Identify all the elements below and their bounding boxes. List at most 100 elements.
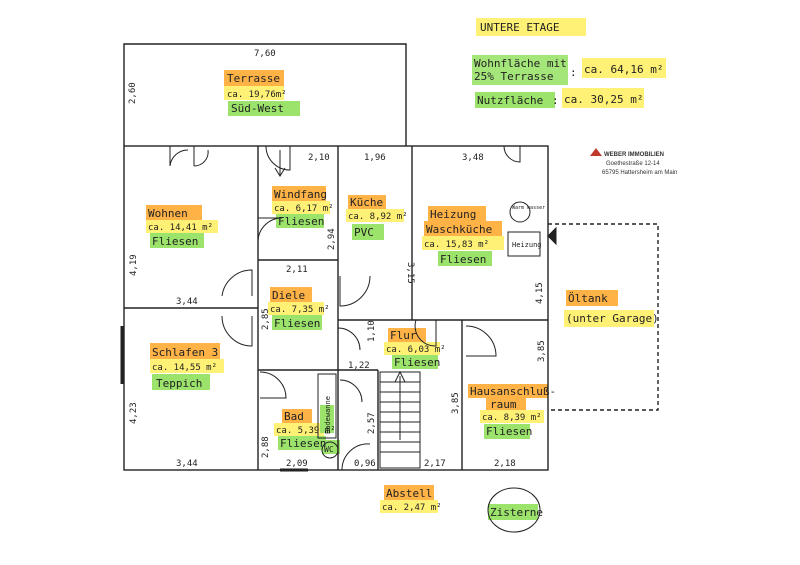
logo: WEBER IMMOBILIEN Goethestraße 12-14 6579… bbox=[590, 148, 677, 176]
room-schlafen: Schlafen 3 ca. 14,55 m² Teppich bbox=[152, 346, 218, 390]
dim-257: 2,57 bbox=[367, 412, 377, 434]
room-diele: Diele ca. 7,35 m² Fliesen bbox=[270, 289, 330, 330]
dim-294: 2,94 bbox=[327, 228, 337, 250]
room-name: Bad bbox=[284, 410, 304, 423]
doors bbox=[120, 145, 557, 533]
dim-110: 1,10 bbox=[367, 320, 377, 342]
room-name: Terrasse bbox=[227, 72, 280, 85]
dim-211: 2,11 bbox=[286, 265, 308, 275]
room-area: ca. 5,39 m² bbox=[276, 426, 336, 436]
nutzflaeche-value: ca. 30,25 m² bbox=[564, 93, 643, 106]
room-name: Küche bbox=[350, 196, 383, 209]
page-title: UNTERE ETAGE bbox=[480, 21, 559, 34]
wohnflaeche-label-2: 25% Terrasse bbox=[474, 70, 553, 83]
dim-419: 4,19 bbox=[129, 254, 139, 276]
dim-210: 2,10 bbox=[308, 153, 330, 163]
room-name-2: raum bbox=[490, 398, 517, 411]
dim-285: 2,85 bbox=[261, 308, 271, 330]
room-area: ca. 6,03 m² bbox=[386, 345, 446, 355]
fixture-wc: WC bbox=[324, 445, 334, 454]
room-area: ca. 14,41 m² bbox=[148, 223, 213, 233]
dim-288: 2,88 bbox=[261, 436, 271, 458]
dim-385a: 3,85 bbox=[537, 340, 547, 362]
dim-385b: 3,85 bbox=[451, 392, 461, 414]
dim-122: 1,22 bbox=[348, 361, 370, 371]
room-area: ca. 8,92 m² bbox=[348, 212, 408, 222]
room-name: Heizung bbox=[430, 208, 476, 221]
room-name: Öltank bbox=[568, 292, 608, 305]
room-floor: Süd-West bbox=[231, 102, 284, 115]
room-area: ca. 7,35 m² bbox=[270, 305, 330, 315]
logo-icon bbox=[590, 148, 602, 156]
dim-415: 4,15 bbox=[535, 282, 545, 304]
wohnflaeche-value: ca. 64,16 m² bbox=[584, 63, 663, 76]
room-area: ca. 2,47 m² bbox=[382, 503, 442, 513]
room-flur: Flur ca. 6,03 m² Fliesen bbox=[386, 329, 446, 369]
dim-260: 2,60 bbox=[128, 82, 138, 104]
dim-344a: 3,44 bbox=[176, 297, 198, 307]
room-area: ca. 19,76m² bbox=[227, 90, 287, 100]
room-abstell: Abstell ca. 2,47 m² bbox=[382, 487, 442, 513]
dim-196: 1,96 bbox=[364, 153, 386, 163]
room-zisterne: Zisterne bbox=[490, 506, 543, 519]
room-sub: (unter Garage) bbox=[566, 312, 659, 325]
room-floor: PVC bbox=[354, 226, 374, 239]
highlights bbox=[146, 18, 666, 520]
room-hausanschluss: Hausanschluß- raum ca. 8,39 m² Fliesen bbox=[470, 385, 556, 438]
dim-760: 7,60 bbox=[254, 49, 276, 59]
room-floor: Fliesen bbox=[394, 356, 440, 369]
nutzflaeche-value-highlight bbox=[562, 88, 644, 108]
wohnflaeche-label-1: Wohnfläche mit bbox=[474, 57, 567, 70]
wohnflaeche-highlight bbox=[472, 55, 568, 85]
dim-217: 2,17 bbox=[424, 459, 446, 469]
nutzflaeche-label: Nutzfläche bbox=[477, 94, 543, 107]
dim-348: 3,48 bbox=[462, 153, 484, 163]
room-name: Flur bbox=[390, 329, 417, 342]
room-name-2: Waschküche bbox=[426, 223, 492, 236]
fixture-warmwasser: Warm wasser bbox=[512, 205, 545, 211]
room-name: Wohnen bbox=[148, 207, 188, 220]
room-name: Abstell bbox=[386, 487, 432, 500]
dimensions: 7,60 2,60 2,10 1,96 3,48 4,19 2,94 2,11 … bbox=[128, 49, 547, 469]
room-name: Diele bbox=[272, 289, 305, 302]
dim-096: 0,96 bbox=[354, 459, 376, 469]
room-floor: Fliesen bbox=[280, 437, 326, 450]
room-bad: Bad ca. 5,39 m² Fliesen bbox=[276, 410, 336, 450]
walls bbox=[123, 43, 659, 471]
room-name: Hausanschluß- bbox=[470, 385, 556, 398]
room-area: ca. 6,17 m² bbox=[274, 204, 334, 214]
dim-315: 3,15 bbox=[405, 262, 415, 284]
nutzflaeche-highlight bbox=[475, 92, 555, 108]
nutzflaeche-colon: : bbox=[552, 94, 559, 107]
room-name: Schlafen 3 bbox=[152, 346, 218, 359]
dim-423: 4,23 bbox=[129, 402, 139, 424]
logo-city: 65795 Hattersheim am Main bbox=[602, 170, 677, 176]
title-highlight bbox=[476, 18, 586, 36]
room-heizung: Heizung Waschküche ca. 15,83 m² Fliesen bbox=[424, 208, 492, 266]
room-name: Windfang bbox=[274, 188, 327, 201]
dim-218: 2,18 bbox=[494, 459, 516, 469]
fixture-heizung: Heizung bbox=[512, 241, 542, 249]
room-floor: Fliesen bbox=[278, 215, 324, 228]
logo-name: WEBER IMMOBILIEN bbox=[604, 152, 664, 158]
room-area: ca. 14,55 m² bbox=[152, 363, 217, 373]
room-kueche: Küche ca. 8,92 m² PVC bbox=[348, 196, 408, 239]
room-area: ca. 8,39 m² bbox=[482, 413, 542, 423]
room-floor: Fliesen bbox=[274, 317, 320, 330]
dim-344b: 3,44 bbox=[176, 459, 198, 469]
room-oeltank: Öltank (unter Garage) bbox=[566, 292, 659, 325]
room-area: ca. 15,83 m² bbox=[424, 240, 489, 250]
fixture-badewanne: Badewanne bbox=[324, 396, 332, 434]
room-floor: Fliesen bbox=[440, 253, 486, 266]
logo-street: Goethestraße 12-14 bbox=[606, 161, 660, 167]
room-floor: Fliesen bbox=[486, 425, 532, 438]
dim-209: 2,09 bbox=[286, 459, 308, 469]
room-terrasse: Terrasse ca. 19,76m² Süd-West bbox=[227, 72, 287, 115]
room-wohnen: Wohnen ca. 14,41 m² Fliesen bbox=[148, 207, 213, 248]
room-windfang: Windfang ca. 6,17 m² Fliesen bbox=[274, 188, 334, 228]
wohnflaeche-colon: : bbox=[570, 66, 577, 79]
wohnflaeche-value-highlight bbox=[582, 58, 666, 78]
room-floor: Fliesen bbox=[152, 235, 198, 248]
room-floor: Teppich bbox=[156, 377, 202, 390]
